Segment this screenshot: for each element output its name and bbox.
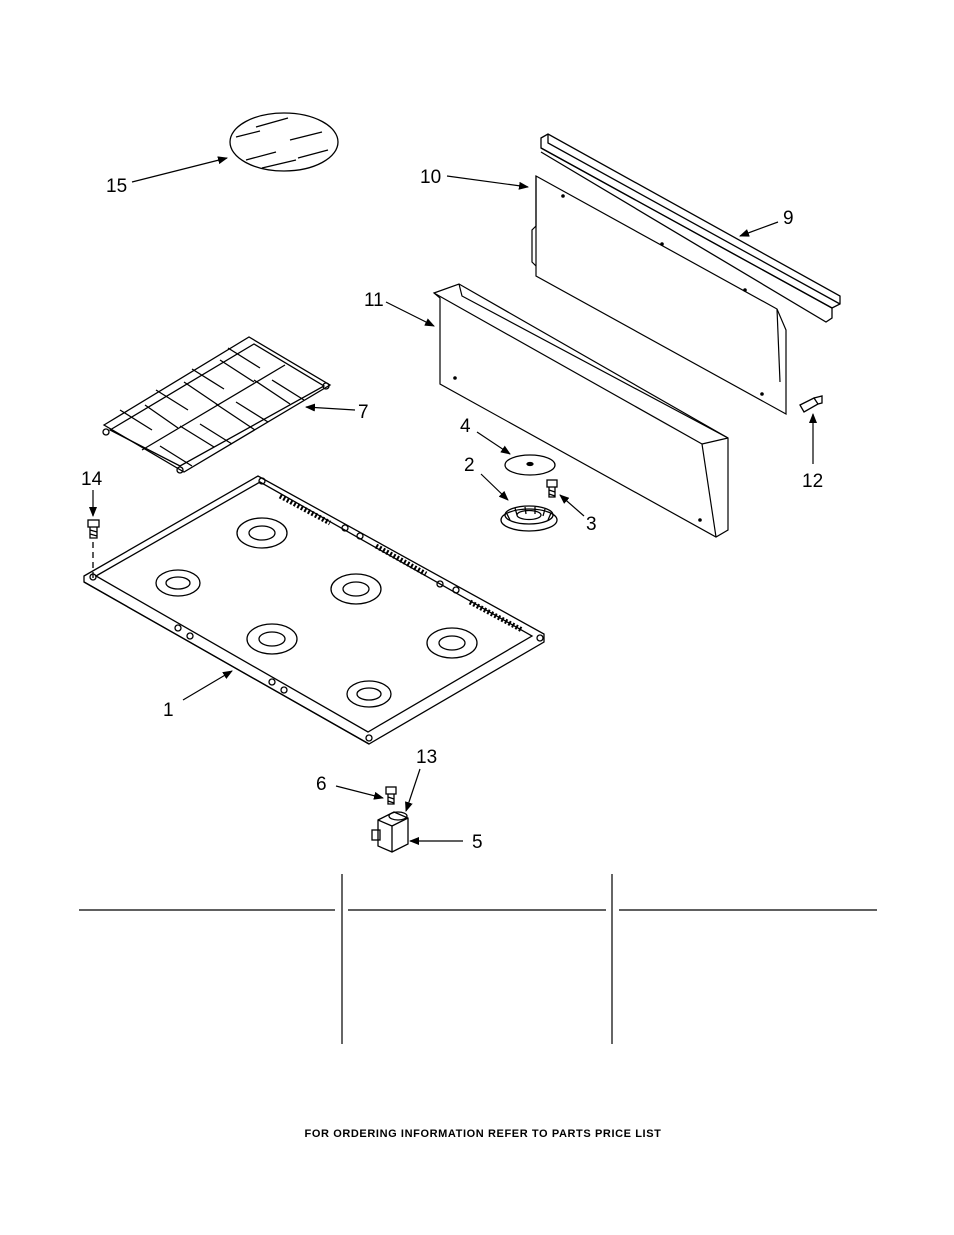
- part-2-burner-base: [500, 505, 558, 532]
- part-7-grates: [102, 336, 332, 474]
- ordering-note: FOR ORDERING INFORMATION REFER TO PARTS …: [304, 1128, 662, 1140]
- part-12-screw: [799, 395, 823, 413]
- part-6-screw: [385, 786, 397, 805]
- part-10-rear-panel: [531, 174, 787, 416]
- burner-ring: [426, 627, 478, 659]
- callout-13: 13: [416, 747, 437, 768]
- part-9-trim-bar: [540, 133, 841, 323]
- callout-3: 3: [586, 514, 597, 535]
- callout-10: 10: [420, 167, 441, 188]
- callout-7: 7: [358, 402, 369, 423]
- parts-table-frame: [79, 874, 877, 1044]
- burner-ring: [246, 623, 298, 655]
- burner-ring: [346, 680, 392, 708]
- part-3-screw: [546, 479, 558, 498]
- callout-12: 12: [802, 471, 823, 492]
- leader-lines: [89, 156, 817, 845]
- callout-6: 6: [316, 774, 327, 795]
- part-5-valve: [371, 811, 409, 853]
- burner-ring: [236, 517, 288, 549]
- burner-ring: [330, 573, 382, 605]
- part-1-cooktop: [83, 475, 545, 745]
- callout-5: 5: [472, 832, 483, 853]
- callout-1: 1: [163, 700, 174, 721]
- callout-9: 9: [783, 208, 794, 229]
- callout-2: 2: [464, 455, 475, 476]
- callout-11: 11: [364, 290, 384, 311]
- burner-ring: [155, 569, 201, 597]
- callout-14: 14: [81, 469, 103, 490]
- callout-4: 4: [460, 416, 471, 437]
- part-15-round-plate: [229, 112, 339, 172]
- callout-15: 15: [106, 176, 127, 197]
- part-4-burner-cap: [504, 454, 556, 476]
- part-11-backguard: [432, 283, 729, 538]
- part-14-screw: [87, 519, 100, 578]
